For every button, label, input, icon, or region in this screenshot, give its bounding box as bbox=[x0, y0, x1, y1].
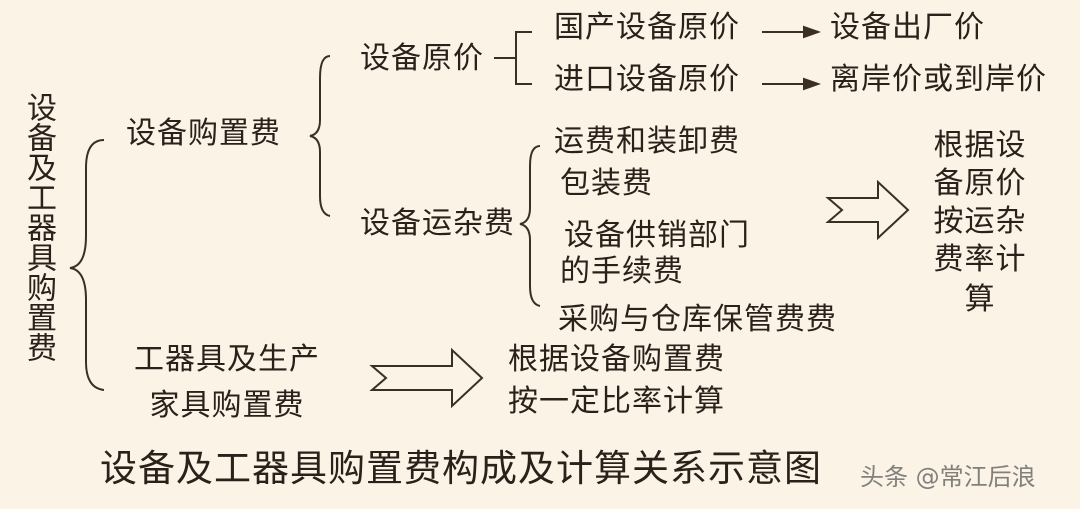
misc-item: 采购与仓库保管费费 bbox=[558, 302, 837, 337]
tools-block-arrow bbox=[369, 347, 484, 409]
equipment-brace bbox=[309, 55, 331, 217]
misc-brace bbox=[519, 145, 541, 307]
imported-price-result: 离岸价或到岸价 bbox=[830, 62, 1047, 97]
tools-label-line: 工器具及生产 bbox=[134, 342, 320, 377]
misc-fee-label: 设备运杂费 bbox=[360, 206, 515, 241]
imported-arrow-head bbox=[803, 77, 821, 91]
tools-label-line: 家具购置费 bbox=[149, 388, 305, 423]
misc-item: 设备供销部门 bbox=[564, 218, 750, 253]
tools-result-line: 按一定比率计算 bbox=[508, 384, 725, 419]
misc-result-line: 根据设 bbox=[933, 128, 1027, 163]
misc-result-line: 按运杂 bbox=[933, 204, 1027, 239]
domestic-price-result: 设备出厂价 bbox=[830, 10, 985, 45]
misc-item: 的手续费 bbox=[560, 254, 684, 289]
root-brace bbox=[69, 139, 105, 391]
original-price-label: 设备原价 bbox=[360, 41, 484, 76]
original-price-bracket bbox=[494, 31, 532, 85]
tools-result-line: 根据设备购置费 bbox=[508, 342, 725, 377]
misc-result-line: 算 bbox=[964, 282, 996, 317]
diagram-title: 设备及工器具购置费构成及计算关系示意图 bbox=[100, 447, 822, 490]
equipment-label: 设备购置费 bbox=[126, 116, 281, 151]
misc-item: 包装费 bbox=[560, 166, 653, 201]
misc-item: 运费和装卸费 bbox=[554, 124, 740, 159]
misc-result-line: 费率计 bbox=[933, 242, 1027, 277]
misc-result-line: 备原价 bbox=[933, 166, 1027, 201]
imported-price-label: 进口设备原价 bbox=[554, 62, 740, 97]
domestic-price-label: 国产设备原价 bbox=[554, 10, 740, 45]
root-label: 设备及工器具购置费 bbox=[21, 92, 56, 362]
domestic-arrow-head bbox=[803, 25, 821, 39]
misc-block-arrow bbox=[825, 179, 910, 241]
watermark: 头条 @常江后浪 bbox=[860, 463, 1036, 491]
